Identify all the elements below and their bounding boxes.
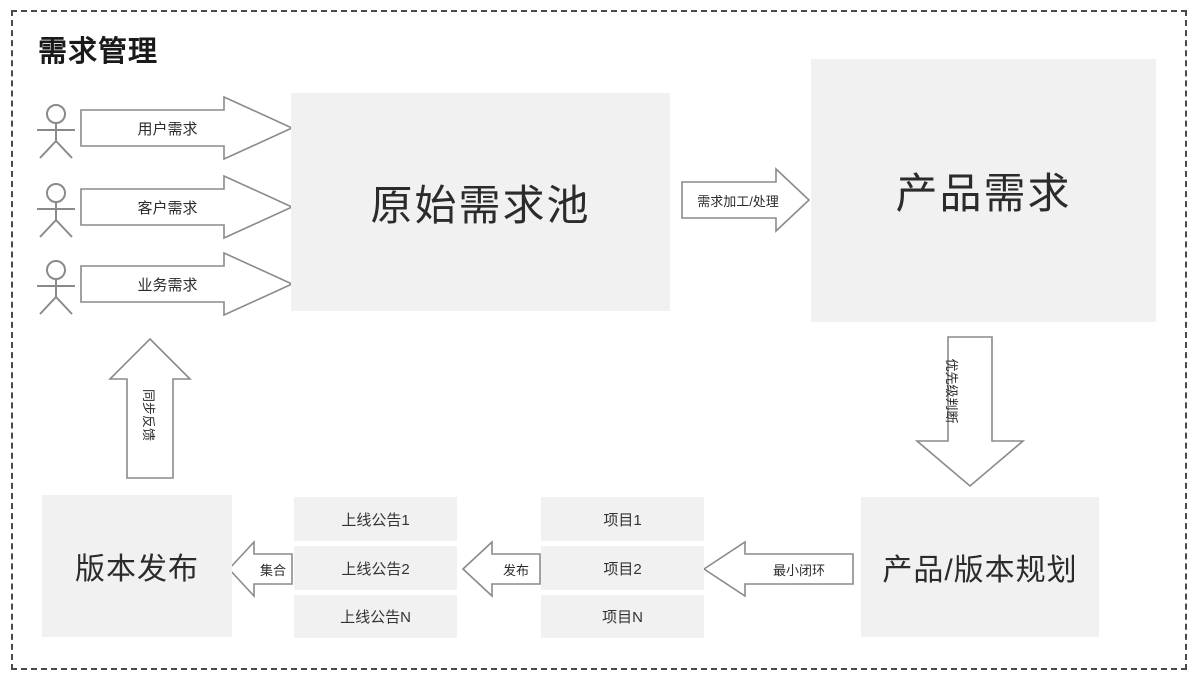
block-arrow-process: 需求加工/处理 (681, 167, 811, 233)
list-item-project-1: 项目1 (541, 497, 704, 541)
list-item-announcement-1-label: 上线公告1 (341, 511, 410, 529)
node-product-version-plan-label: 产品/版本规划 (882, 554, 1078, 587)
block-arrow-min-loop: 最小闭环 (702, 540, 855, 598)
node-version-release: 版本发布 (42, 495, 232, 637)
actor-user-icon (32, 103, 80, 166)
diagram-dashed-frame (11, 10, 1187, 670)
block-arrow-sync-feedback: 同步反馈 (108, 337, 192, 480)
list-item-project-n: 项目N (541, 595, 704, 638)
actor-business-icon (32, 259, 80, 322)
node-raw-requirement-pool: 原始需求池 (291, 93, 670, 311)
list-item-announcement-1: 上线公告1 (294, 497, 457, 541)
node-raw-requirement-pool-label: 原始需求池 (370, 181, 591, 229)
list-item-project-2: 项目2 (541, 546, 704, 590)
block-arrow-collect: 集合 (227, 539, 294, 599)
node-version-release-label: 版本发布 (75, 553, 199, 586)
node-product-requirement: 产品需求 (811, 59, 1156, 322)
block-arrow-publish: 发布 (461, 540, 542, 598)
block-arrow-user-requirement: 用户需求 (80, 95, 294, 161)
list-item-announcement-n: 上线公告N (294, 595, 457, 638)
block-arrow-priority: 优先级判断 (914, 336, 1026, 488)
list-item-announcement-n-label: 上线公告N (340, 609, 411, 626)
actor-customer-icon (32, 182, 80, 245)
node-product-requirement-label: 产品需求 (895, 170, 1072, 217)
list-item-project-2-label: 项目2 (603, 560, 642, 578)
list-item-announcement-2-label: 上线公告2 (341, 560, 410, 578)
list-item-announcement-2: 上线公告2 (294, 546, 457, 590)
node-product-version-plan: 产品/版本规划 (861, 497, 1099, 637)
block-arrow-customer-requirement: 客户需求 (80, 174, 294, 240)
block-arrow-business-requirement: 业务需求 (80, 251, 294, 317)
list-item-project-1-label: 项目1 (603, 511, 642, 529)
page-title: 需求管理 (38, 36, 159, 68)
list-item-project-n-label: 项目N (602, 609, 643, 626)
